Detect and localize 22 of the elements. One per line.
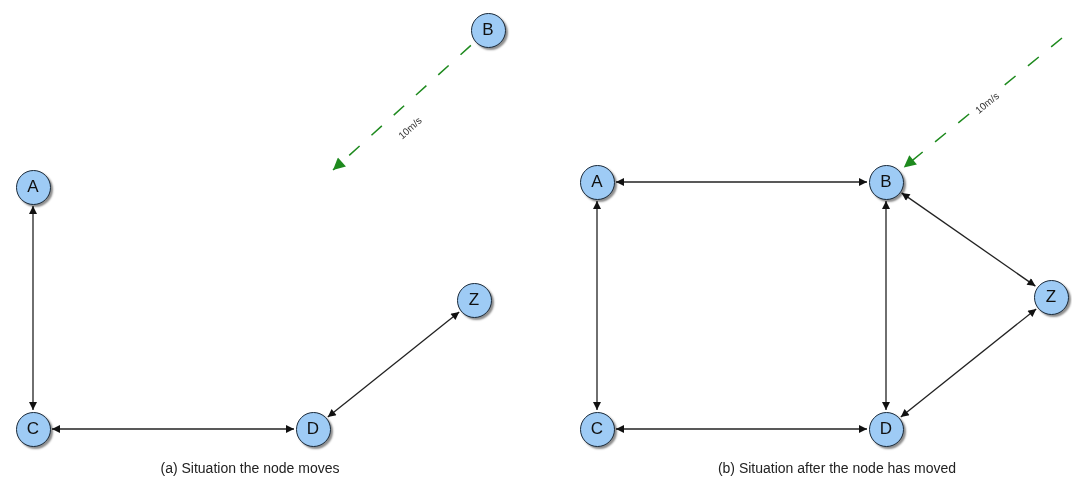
node-circle: D [868, 411, 904, 447]
link-arrow [900, 308, 1037, 418]
node-circle: D [295, 411, 331, 447]
link-arrow [882, 200, 890, 411]
node-circle: B [470, 12, 506, 48]
link-arrow [51, 425, 295, 433]
node-circle: A [15, 169, 51, 205]
velocity-arrow [332, 44, 472, 171]
node-circle: C [579, 411, 615, 447]
link-arrow [29, 205, 37, 411]
node-circle: C [15, 411, 51, 447]
node-circle: Z [1033, 279, 1069, 315]
node-circle: A [579, 164, 615, 200]
link-arrow [327, 311, 460, 418]
link-arrow [615, 425, 868, 433]
link-arrow [593, 200, 601, 411]
node-circle: B [868, 164, 904, 200]
panel-caption: (a) Situation the node moves [160, 460, 340, 476]
node-circle: Z [456, 282, 492, 318]
link-arrow [615, 178, 868, 186]
link-arrow [900, 192, 1037, 287]
panel-caption: (b) Situation after the node has moved [717, 460, 957, 476]
